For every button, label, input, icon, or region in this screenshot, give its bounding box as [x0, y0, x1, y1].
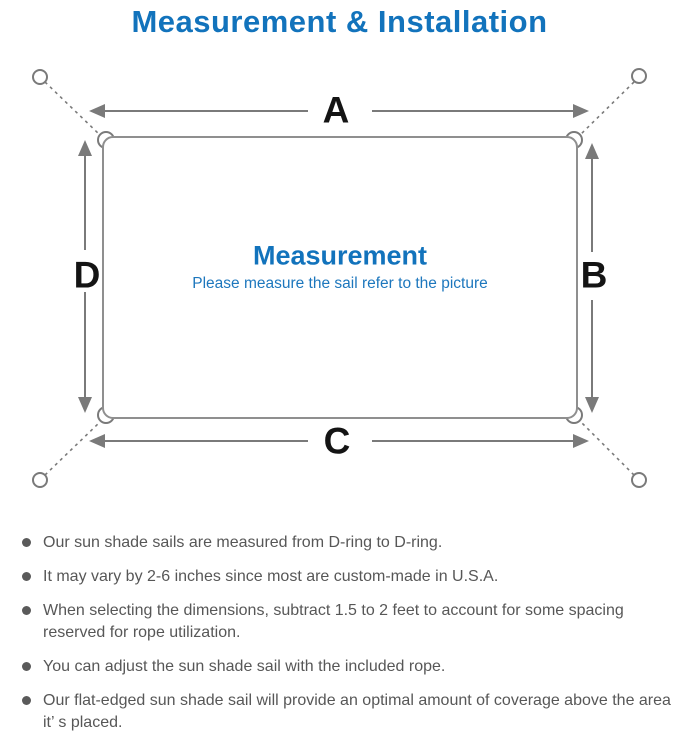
sail-diagram-graphic — [32, 68, 647, 488]
note-text: When selecting the dimensions, subtract … — [43, 602, 624, 641]
dimension-label-b: B — [580, 254, 608, 296]
bullet-icon — [22, 572, 31, 581]
list-item: Our sun shade sails are measured from D-… — [22, 532, 671, 554]
dimension-label-d: D — [73, 254, 101, 296]
bullet-icon — [22, 696, 31, 705]
dimension-arrows — [78, 104, 599, 448]
list-item: Our flat-edged sun shade sail will provi… — [22, 690, 671, 734]
list-item: You can adjust the sun shade sail with t… — [22, 656, 671, 678]
note-text: Our flat-edged sun shade sail will provi… — [43, 692, 671, 731]
page-title: Measurement & Installation — [131, 4, 548, 39]
bullet-icon — [22, 538, 31, 547]
bullet-icon — [22, 662, 31, 671]
bullet-icon — [22, 606, 31, 615]
list-item: When selecting the dimensions, subtract … — [22, 600, 671, 644]
note-text: You can adjust the sun shade sail with t… — [43, 658, 446, 675]
sail-rectangle — [102, 136, 578, 419]
dimension-label-a: A — [322, 89, 350, 131]
note-text: Our sun shade sails are measured from D-… — [43, 534, 443, 551]
notes-list: Our sun shade sails are measured from D-… — [0, 517, 679, 734]
diagram-center-title: Measurement — [252, 240, 428, 271]
measurement-diagram: A B C D Measurement Please measure the s… — [0, 57, 679, 517]
anchor-rope-lines — [44, 81, 635, 476]
diagram-center-subtitle: Please measure the sail refer to the pic… — [192, 275, 488, 292]
anchor-point-icons — [32, 68, 647, 488]
dimension-label-c: C — [323, 420, 351, 462]
note-text: It may vary by 2-6 inches since most are… — [43, 568, 499, 585]
list-item: It may vary by 2-6 inches since most are… — [22, 566, 671, 588]
